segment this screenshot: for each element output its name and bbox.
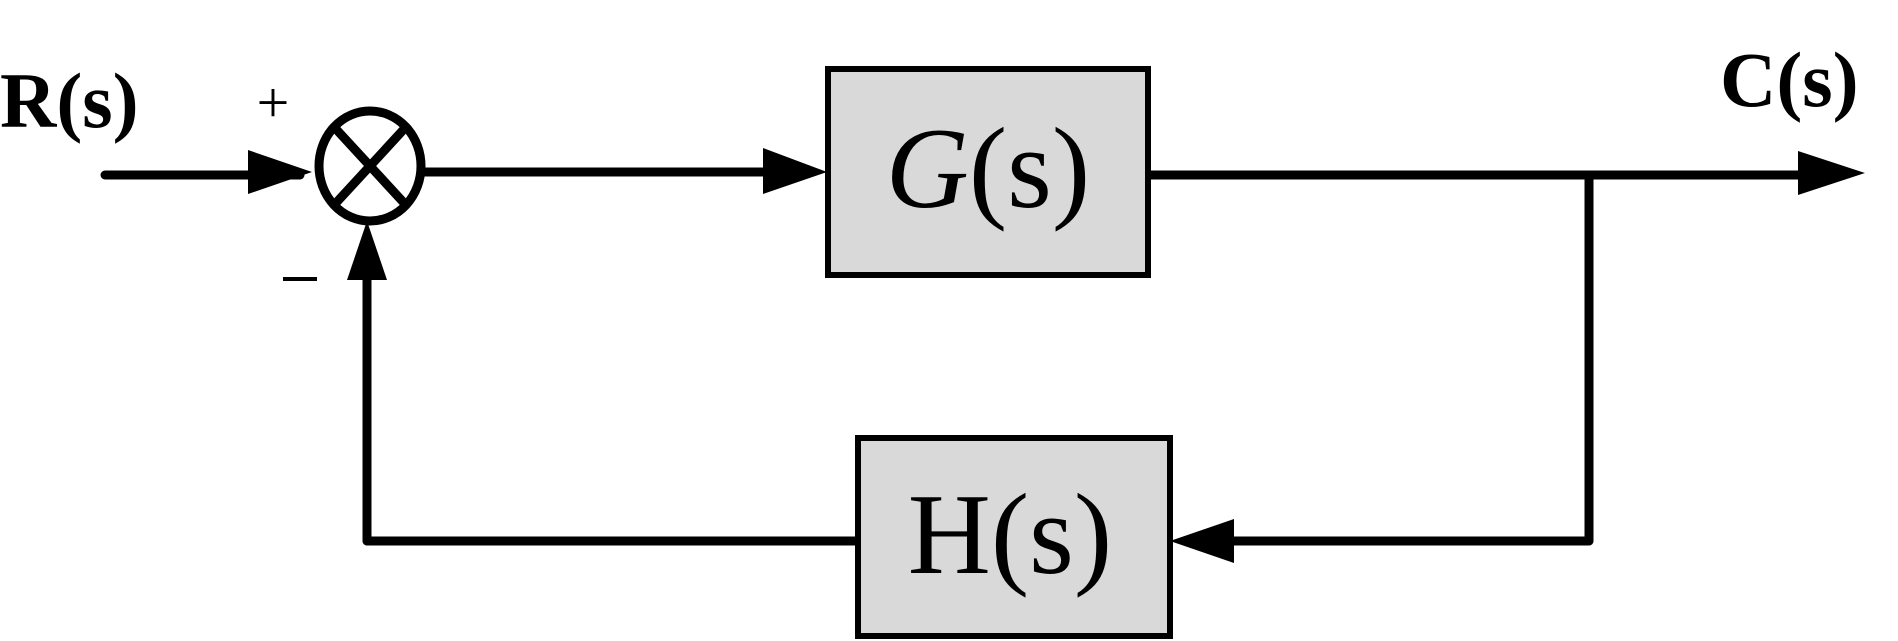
g-block-arrowhead-icon bbox=[763, 148, 827, 194]
forward-block-arg: (s) bbox=[969, 105, 1090, 232]
feedback-block-arg: (s) bbox=[991, 471, 1112, 598]
forward-block-label: G(s) bbox=[886, 105, 1090, 232]
h-block-arrowhead-icon bbox=[1170, 519, 1234, 563]
forward-block-symbol: G bbox=[886, 105, 969, 232]
feedback-block-label: H(s) bbox=[908, 471, 1112, 598]
summing-junction-icon bbox=[314, 106, 426, 226]
output-arrowhead-icon bbox=[1798, 151, 1865, 195]
input-label: R(s) bbox=[0, 57, 139, 144]
forward-block-g: G(s) bbox=[825, 66, 1151, 278]
feedback-block-h: H(s) bbox=[855, 435, 1173, 639]
feedback-block-symbol: H bbox=[908, 471, 991, 598]
forward-block-box bbox=[825, 66, 1151, 278]
feedback-block-box bbox=[855, 435, 1173, 639]
plus-sign: + bbox=[257, 70, 290, 135]
output-label: C(s) bbox=[1720, 36, 1859, 123]
input-arrowhead-icon bbox=[248, 150, 312, 194]
feedback-arrowhead-icon bbox=[347, 221, 387, 280]
